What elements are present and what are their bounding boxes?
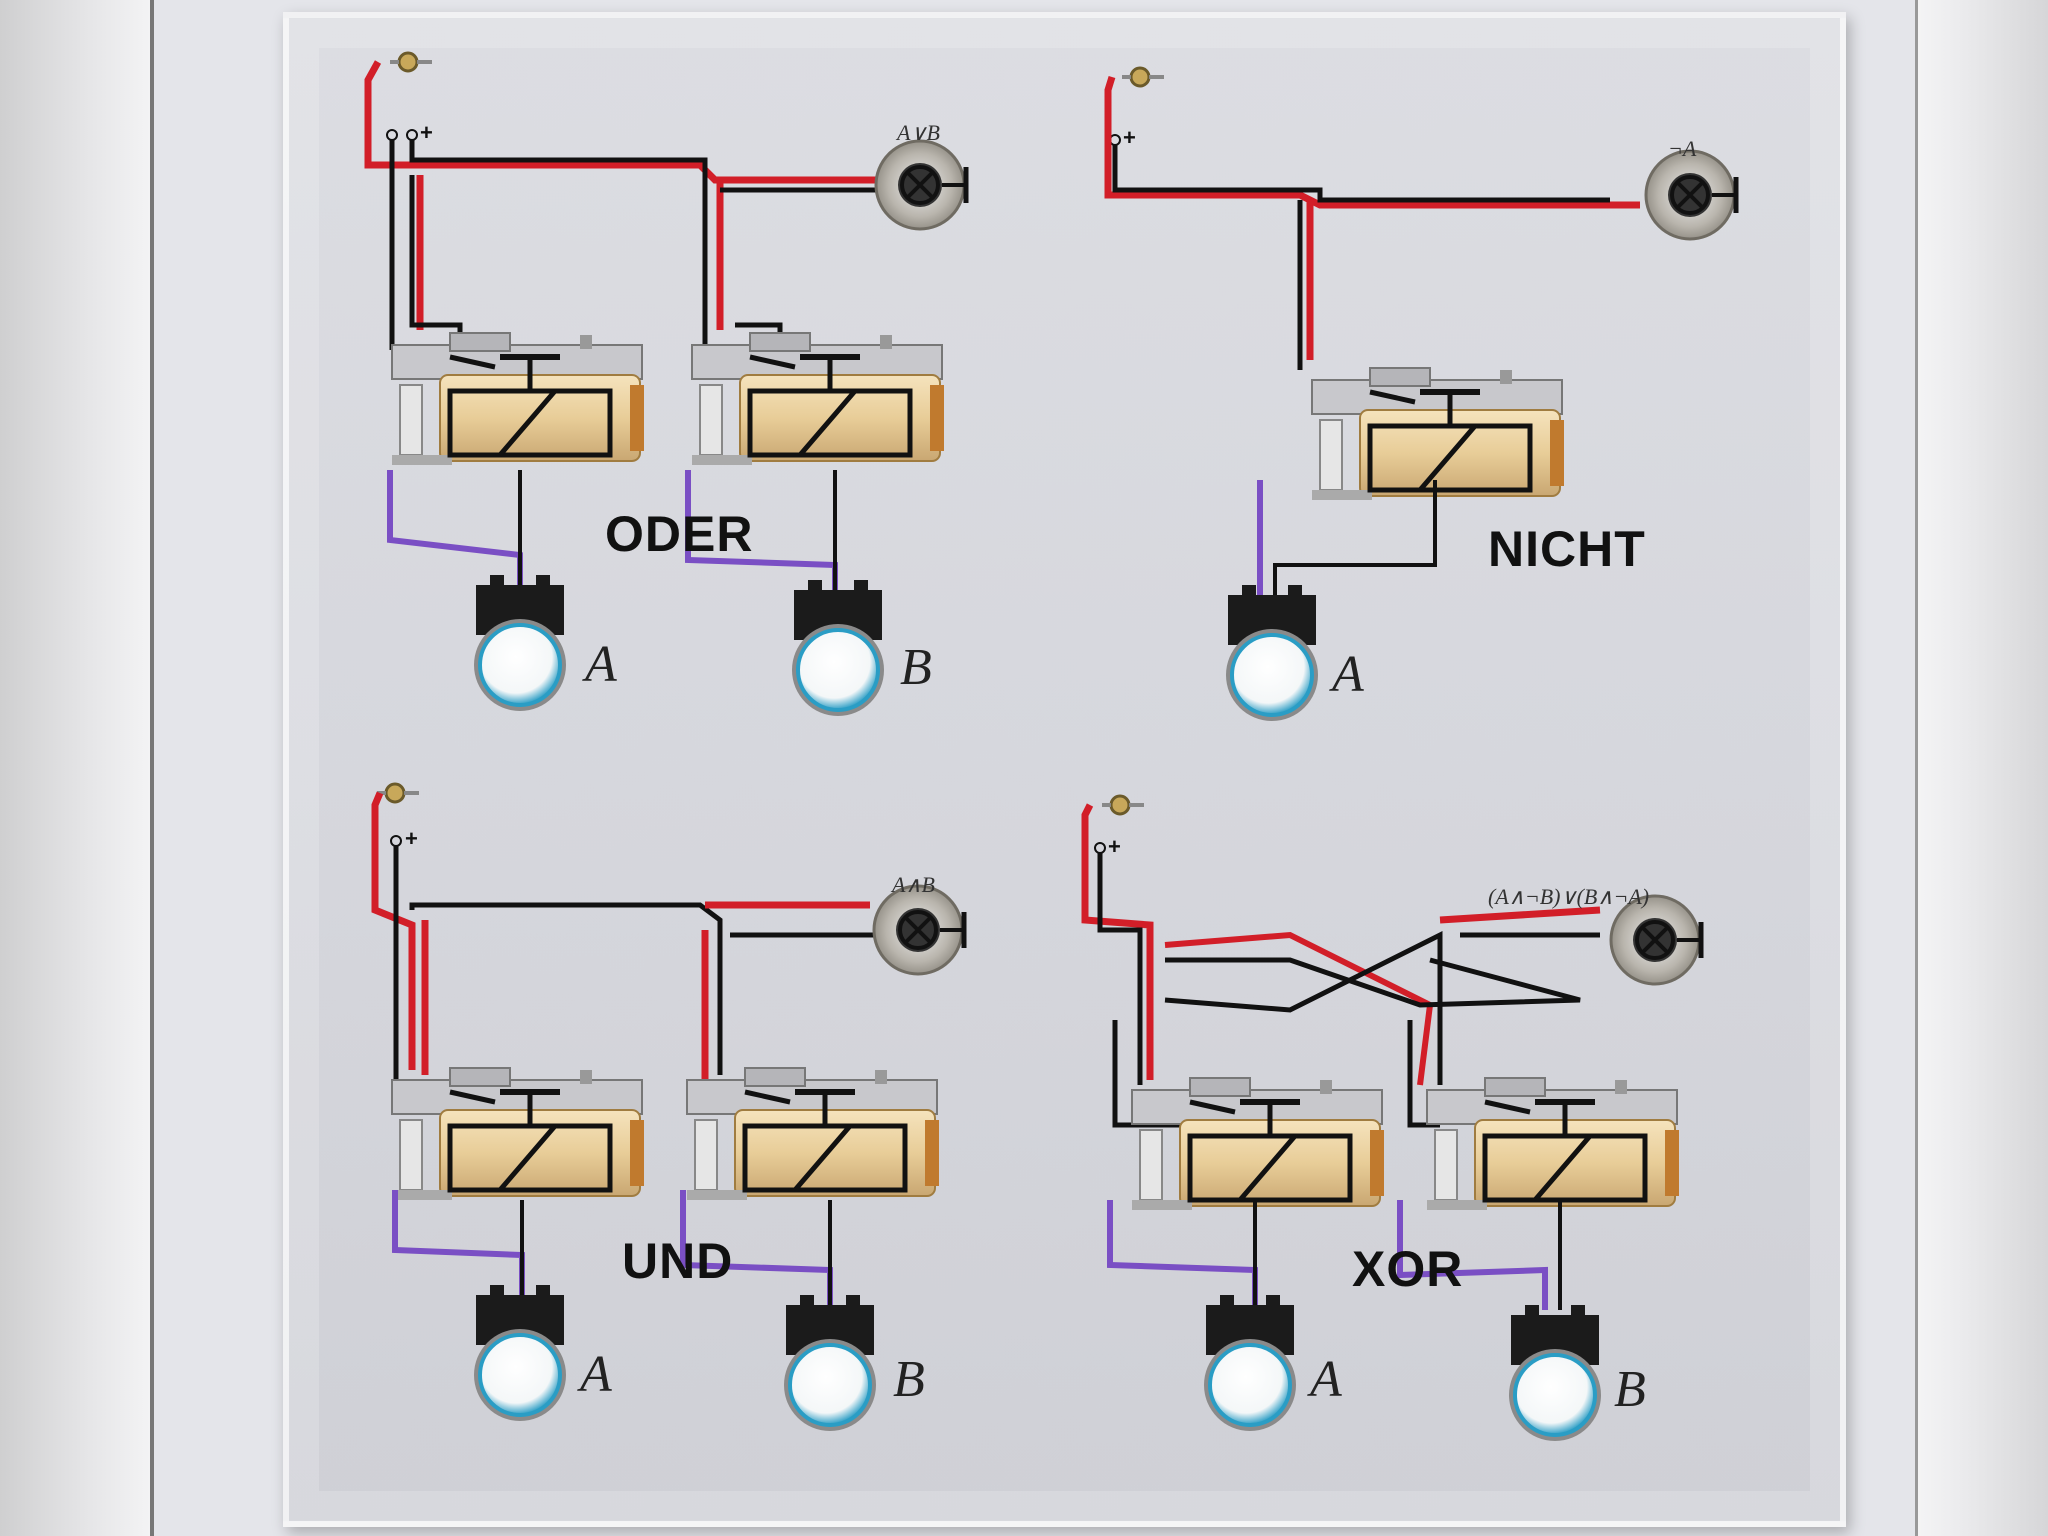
output-formula-oder: A∨B	[897, 120, 940, 145]
supply-plus-oder: +	[420, 120, 433, 145]
wall-right	[1918, 0, 2048, 1536]
wall-left	[0, 0, 150, 1536]
circuit-nicht	[1104, 66, 1736, 723]
supply-plus-nicht: +	[1123, 125, 1136, 150]
circuit-und	[371, 782, 964, 1433]
input-label-und-a: A	[580, 1346, 612, 1403]
input-label-oder-a: A	[585, 636, 617, 693]
gate-label-nicht: NICHT	[1488, 521, 1646, 577]
gate-label-xor: XOR	[1352, 1241, 1464, 1297]
supply-plus-und: +	[405, 826, 418, 851]
gate-label-oder: ODER	[605, 506, 754, 562]
input-label-und-b: B	[893, 1351, 925, 1408]
circuit-xor	[1081, 794, 1701, 1443]
input-label-xor-b: B	[1614, 1361, 1646, 1418]
input-label-oder-b: B	[900, 639, 932, 696]
acrylic-board	[283, 12, 1846, 1527]
input-label-nicht-a: A	[1332, 646, 1364, 703]
output-formula-xor: (A∧¬B)∨(B∧¬A)	[1488, 884, 1650, 909]
input-label-xor-a: A	[1310, 1351, 1342, 1408]
gate-label-und: UND	[622, 1233, 734, 1289]
supply-plus-xor: +	[1108, 834, 1121, 859]
output-formula-nicht: ¬A	[1668, 136, 1697, 161]
circuit-oder	[364, 51, 966, 718]
output-formula-und: A∧B	[892, 872, 935, 897]
